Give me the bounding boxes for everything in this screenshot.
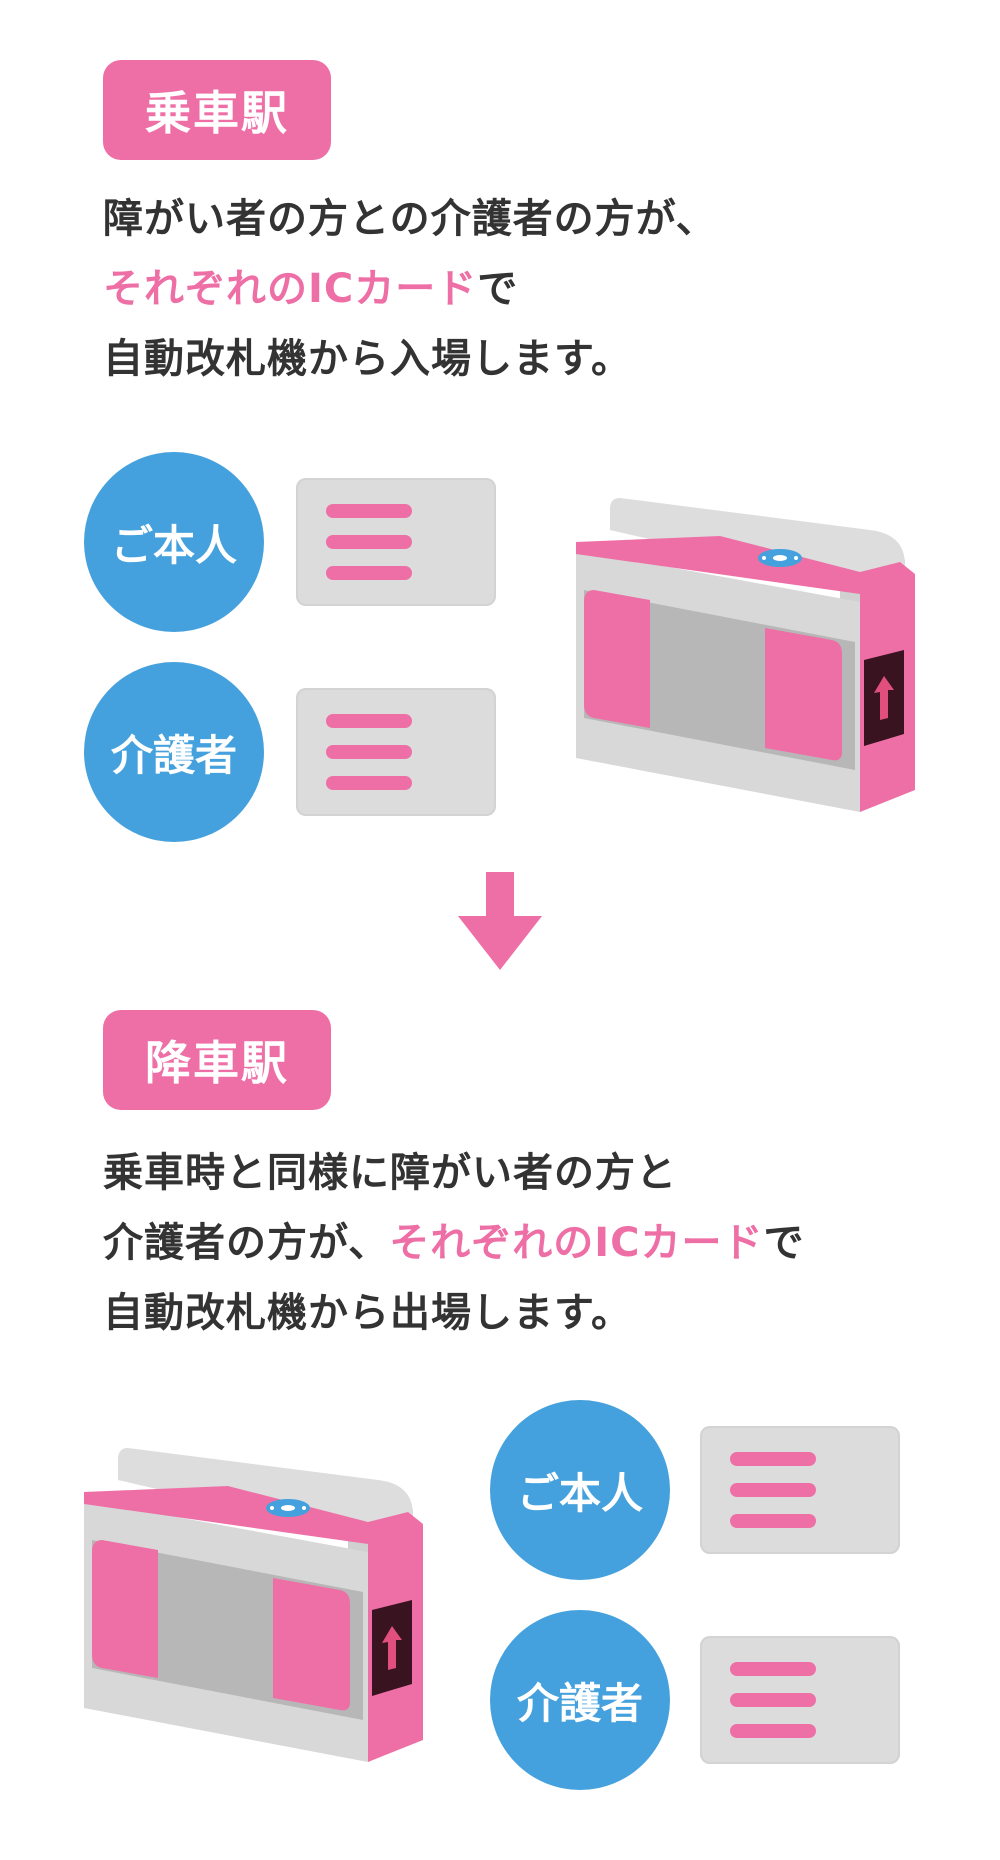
body-text: 自動改札機から入場します。 xyxy=(103,336,632,382)
description-line: 自動改札機から出場します。 xyxy=(103,1278,983,1348)
alighting-caregiver-badge: 介護者 xyxy=(490,1610,670,1790)
ticket-gate-icon xyxy=(576,498,915,812)
body-text: で xyxy=(477,266,519,312)
description-line: それぞれのICカードで xyxy=(103,254,983,324)
body-text: 障がい者の方との介護者の方が、 xyxy=(103,196,717,242)
ic-card-icon xyxy=(700,1426,900,1554)
description-line: 乗車時と同様に障がい者の方と xyxy=(103,1138,983,1208)
alighting-description: 乗車時と同様に障がい者の方と介護者の方が、それぞれのICカードで自動改札機から出… xyxy=(103,1138,983,1348)
boarding-station-tag: 乗車駅 xyxy=(103,60,331,160)
highlight-text: それぞれのICカード xyxy=(103,266,478,312)
description-line: 自動改札機から入場します。 xyxy=(103,324,983,394)
ic-card-icon xyxy=(700,1636,900,1764)
body-text: で xyxy=(763,1220,805,1266)
body-text: 介護者の方が、 xyxy=(103,1220,390,1266)
highlight-text: それぞれのICカード xyxy=(389,1220,764,1266)
description-line: 障がい者の方との介護者の方が、 xyxy=(103,184,983,254)
body-text: 自動改札機から出場します。 xyxy=(103,1290,632,1336)
boarding-description: 障がい者の方との介護者の方が、それぞれのICカードで自動改札機から入場します。 xyxy=(103,184,983,394)
ic-card-icon xyxy=(296,688,496,816)
ticket-gate-icon xyxy=(84,1448,423,1762)
description-line: 介護者の方が、それぞれのICカードで xyxy=(103,1208,983,1278)
arrow-down-icon xyxy=(458,872,542,970)
alighting-station-tag: 降車駅 xyxy=(103,1010,331,1110)
boarding-caregiver-badge: 介護者 xyxy=(84,662,264,842)
boarding-person-badge: ご本人 xyxy=(84,452,264,632)
alighting-person-badge: ご本人 xyxy=(490,1400,670,1580)
body-text: 乗車時と同様に障がい者の方と xyxy=(103,1150,677,1196)
ic-card-icon xyxy=(296,478,496,606)
